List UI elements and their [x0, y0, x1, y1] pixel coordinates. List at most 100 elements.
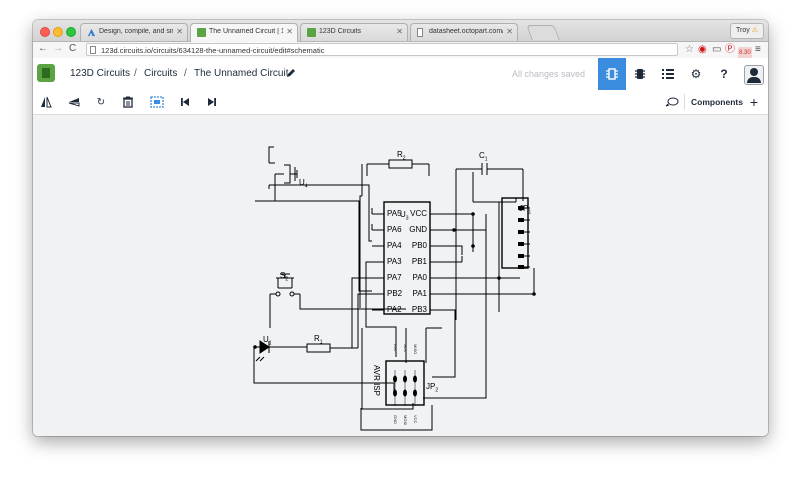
browser-window: Design, compile, and simulate ✕ The Unna…	[33, 20, 768, 436]
u3-pin-label: PA6	[387, 225, 402, 234]
forward-arrow-icon[interactable]: →	[53, 43, 63, 54]
circuit-title[interactable]: The Unnamed Circuit	[194, 68, 289, 79]
tab-bar: Design, compile, and simulate ✕ The Unna…	[33, 20, 768, 42]
address-bar[interactable]: 123d.circuits.io/circuits/634128-the-unn…	[86, 43, 678, 56]
rotate-icon: ↻	[96, 96, 106, 108]
browser-toolbar: ← → C 123d.circuits.io/circuits/634128-t…	[33, 42, 768, 59]
u4-crystal	[275, 164, 298, 184]
back-arrow-icon[interactable]: ←	[38, 43, 48, 54]
list-view-button[interactable]	[654, 58, 682, 90]
comment-icon	[665, 97, 679, 107]
gear-icon: ⚙	[690, 67, 702, 81]
jp2-pin-label: MOSI	[403, 415, 408, 426]
u3-pin-label: PA1	[412, 289, 427, 298]
s2-switch	[276, 273, 294, 289]
chip-icon	[635, 69, 645, 79]
tab-close-icon[interactable]: ✕	[506, 27, 513, 36]
settings-button[interactable]: ⚙	[682, 58, 710, 90]
rotate-button[interactable]: ↻	[92, 93, 110, 111]
user-avatar[interactable]	[744, 65, 764, 85]
opera-icon[interactable]: ◉	[698, 44, 707, 55]
jp2-pin-label: GND	[393, 415, 398, 424]
star-icon[interactable]: ☆	[685, 44, 694, 55]
edit-toolbar: ↻ Components +	[33, 90, 768, 115]
next-button[interactable]	[203, 93, 221, 111]
tab-title: The Unnamed Circuit | 123D Circuits	[209, 28, 283, 35]
skip-forward-icon	[208, 98, 216, 106]
reload-icon[interactable]: C	[69, 43, 77, 54]
u3-pin-label: PA2	[387, 305, 402, 314]
c1-capacitor	[456, 163, 523, 175]
page-icon	[417, 28, 423, 37]
menu-icon[interactable]: ≡	[755, 44, 761, 55]
delete-button[interactable]	[119, 93, 137, 111]
tab-datasheet[interactable]: datasheet.octopart.com/ATtiny ✕	[410, 23, 518, 41]
zoom-window-button[interactable]	[66, 27, 76, 37]
minimize-window-button[interactable]	[53, 27, 63, 37]
save-status: All changes saved	[512, 69, 586, 79]
jp2-label: JP2	[426, 382, 439, 394]
trash-icon	[123, 96, 133, 108]
cast-icon[interactable]: ▭	[712, 44, 722, 55]
tab-close-icon[interactable]: ✕	[176, 27, 183, 36]
tab-close-icon[interactable]: ✕	[396, 27, 403, 36]
schematic-view-button[interactable]	[598, 58, 626, 90]
schematic-drawing[interactable]	[33, 115, 768, 436]
jp2-pin-label: VCC	[413, 415, 418, 424]
components-button[interactable]: Components	[684, 94, 749, 110]
jp1-header[interactable]	[501, 197, 529, 269]
skip-back-icon	[181, 98, 189, 106]
help-button[interactable]: ?	[710, 58, 738, 90]
tab-title: 123D Circuits	[319, 28, 362, 35]
schematic-canvas[interactable]: R2 C1 U4 U3 JP1 S2 U1 R1 JP2 AVR ISP PA5…	[33, 115, 768, 436]
u3-pin-label: PA5	[387, 209, 402, 218]
u3-label: U3	[400, 210, 409, 222]
warning-icon: ⚠	[751, 27, 758, 34]
123d-icon	[197, 28, 206, 37]
u4-label: U4	[299, 178, 308, 190]
avr-isp-label: AVR ISP	[372, 365, 381, 396]
123d-icon	[307, 28, 316, 37]
123d-logo[interactable]	[37, 64, 55, 82]
tab-design-compile[interactable]: Design, compile, and simulate ✕	[80, 23, 188, 41]
u3-chip-body[interactable]	[383, 201, 431, 315]
comment-button[interactable]	[663, 93, 681, 111]
pencil-icon[interactable]	[286, 68, 296, 78]
pcb-view-button[interactable]	[626, 58, 654, 90]
u3-pin-label: PA0	[412, 273, 427, 282]
tab-123d-circuits[interactable]: 123D Circuits ✕	[300, 23, 408, 41]
jp2-pin-label: SCK	[403, 344, 408, 353]
tab-close-icon[interactable]: ✕	[286, 27, 293, 36]
help-icon: ?	[720, 67, 728, 81]
new-tab-button[interactable]	[526, 25, 560, 40]
tab-title: datasheet.octopart.com/ATtiny	[429, 28, 503, 35]
u3-pin-label: PA3	[387, 257, 402, 266]
flip-horizontal-button[interactable]	[37, 93, 55, 111]
flip-vertical-icon	[68, 98, 80, 107]
profile-button[interactable]: Troy ⚠	[730, 23, 764, 39]
app-header: 123D Circuits / Circuits / The Unnamed C…	[33, 58, 768, 91]
c1-label: C1	[479, 151, 488, 163]
autodesk-icon	[87, 28, 96, 37]
breadcrumb-separator: /	[184, 68, 187, 79]
breadcrumb-separator: /	[134, 68, 137, 79]
flip-vertical-button[interactable]	[65, 93, 83, 111]
u3-pin-label: VCC	[410, 209, 427, 218]
plus-icon: +	[749, 94, 759, 110]
u3-pin-label: PA7	[387, 273, 402, 282]
u3-pin-label: PB0	[411, 241, 427, 250]
close-window-button[interactable]	[40, 27, 50, 37]
u3-pin-label: PB3	[411, 305, 427, 314]
jp1-label: JP1	[519, 204, 532, 216]
r2-label: R2	[397, 150, 406, 162]
zoom-fit-button[interactable]	[148, 93, 166, 111]
previous-button[interactable]	[176, 93, 194, 111]
s2-label: S2	[280, 271, 289, 283]
tab-unnamed-circuit[interactable]: The Unnamed Circuit | 123D Circuits ✕	[190, 23, 298, 42]
badge-icon[interactable]: 8.30	[738, 47, 752, 59]
breadcrumb-123d-circuits[interactable]: 123D Circuits	[70, 68, 131, 79]
u3-pin-label: PB1	[411, 257, 427, 266]
pinterest-icon[interactable]: Ⓟ	[725, 44, 735, 55]
add-component-button[interactable]: +	[745, 93, 763, 111]
breadcrumb-circuits[interactable]: Circuits	[144, 68, 178, 79]
